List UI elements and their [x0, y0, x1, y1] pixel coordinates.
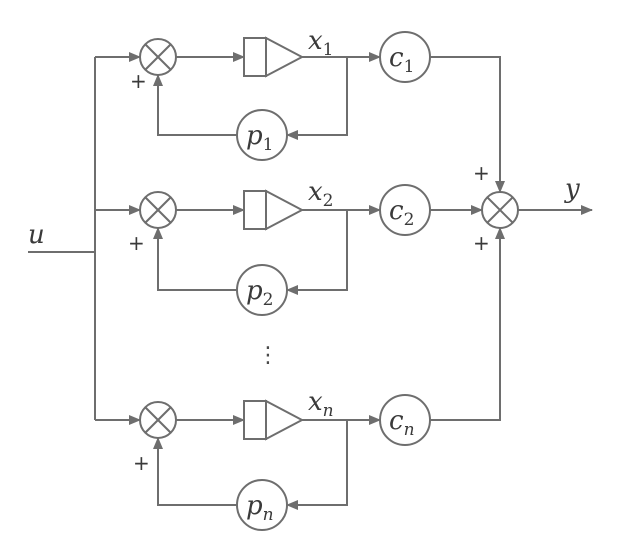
output-label: y	[564, 174, 580, 204]
branch-2-feedback-return-arrow	[153, 227, 237, 291]
input-label: u	[28, 220, 45, 250]
branch-n-integrator-block	[243, 399, 305, 441]
c1-to-output-sum-arrow	[430, 56, 505, 193]
svg-text:p2: p2	[246, 276, 273, 310]
branch-1-p-gain: p1	[236, 109, 288, 161]
branch-1-feedback-arrow	[286, 57, 348, 140]
cn-to-output-sum-arrow	[430, 227, 505, 421]
branch-n-c-gain: cn	[379, 394, 431, 446]
branch-1-c-gain: c1	[379, 31, 431, 83]
ellipsis: ⋮	[257, 343, 279, 368]
branch-n-feedback-return-arrow	[153, 437, 237, 506]
branch-n-plus-sign: +	[133, 451, 150, 475]
branch-1-feedback-return-arrow	[153, 74, 237, 136]
branch-2-c-gain: c2	[379, 184, 431, 236]
svg-text:pn: pn	[246, 491, 274, 525]
svg-text:c2: c2	[389, 196, 414, 230]
branch-1-plus-sign: +	[130, 69, 147, 93]
branch-n-summing-junction	[139, 401, 177, 439]
branch-2-state-label: x2	[308, 177, 334, 211]
output-sum-plus-top: +	[473, 161, 490, 185]
branch-2-p-gain: p2	[236, 264, 288, 316]
svg-text:c1: c1	[389, 43, 414, 77]
branch-n-state-label: xn	[308, 387, 334, 421]
branch-2-plus-sign: +	[128, 231, 145, 255]
svg-text:p1: p1	[246, 121, 273, 155]
branch-1: x1 c1 p1 +	[95, 26, 431, 161]
svg-text:cn: cn	[389, 406, 415, 440]
branch-2-integrator-block	[243, 189, 305, 231]
branch-n: xn cn pn +	[95, 387, 431, 531]
branch-1-integrator-block	[243, 36, 305, 78]
branch-n-p-gain: pn	[236, 479, 288, 531]
branch-2-summing-junction	[139, 191, 177, 229]
branch-n-feedback-arrow	[286, 420, 348, 510]
branch-1-state-label: x1	[308, 26, 334, 60]
branch-2-feedback-arrow	[286, 210, 348, 295]
branch-2: x2 c2 p2 +	[95, 177, 431, 316]
output-summing-junction	[481, 191, 519, 229]
output-sum-plus-bottom: +	[473, 231, 490, 255]
